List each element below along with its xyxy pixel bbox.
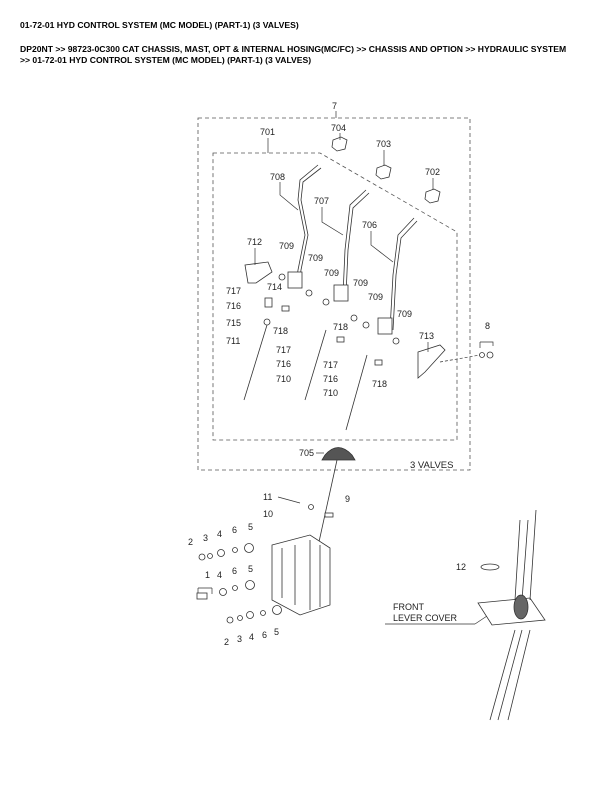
label-704[interactable]: 704 — [331, 123, 346, 133]
label-2-a[interactable]: 2 — [188, 537, 193, 547]
label-6-a[interactable]: 6 — [232, 525, 237, 535]
label-3-a[interactable]: 3 — [203, 533, 208, 543]
label-8[interactable]: 8 — [485, 321, 490, 331]
label-710-a[interactable]: 710 — [276, 374, 291, 384]
label-718-b[interactable]: 718 — [333, 322, 348, 332]
label-1[interactable]: 1 — [205, 570, 210, 580]
breadcrumb-line-2: >> 01-72-01 HYD CONTROL SYSTEM (MC MODEL… — [20, 55, 312, 65]
rod-711[interactable] — [243, 324, 268, 401]
label-4-b[interactable]: 4 — [217, 570, 222, 580]
label-4-c[interactable]: 4 — [249, 632, 254, 642]
boot-705[interactable]: 705 — [299, 447, 356, 461]
label-709-c[interactable]: 709 — [324, 268, 339, 278]
label-717-c[interactable]: 717 — [323, 360, 338, 370]
label-717-b[interactable]: 717 — [276, 345, 291, 355]
label-10[interactable]: 10 — [263, 509, 273, 519]
label-713[interactable]: 713 — [419, 331, 434, 341]
knob-703[interactable]: 703 — [375, 139, 392, 180]
label-5-b[interactable]: 5 — [248, 564, 253, 574]
label-12[interactable]: 12 — [456, 562, 466, 572]
label-718-a[interactable]: 718 — [273, 326, 288, 336]
label-715[interactable]: 715 — [226, 318, 241, 328]
lever-707[interactable]: 707 — [314, 189, 370, 302]
rod-710-a[interactable] — [304, 329, 327, 401]
bracket-712[interactable]: 712 — [244, 237, 273, 284]
label-716-c[interactable]: 716 — [323, 374, 338, 384]
part-718-c[interactable] — [374, 359, 383, 366]
lever-706[interactable]: 706 — [362, 217, 418, 335]
label-716-a[interactable]: 716 — [226, 301, 241, 311]
lever-708[interactable]: 708 — [270, 164, 322, 289]
knob-704[interactable]: 704 — [331, 123, 348, 152]
label-718-c[interactable]: 718 — [372, 379, 387, 389]
part-715[interactable] — [263, 318, 271, 326]
label-5-c[interactable]: 5 — [274, 627, 279, 637]
label-716-b[interactable]: 716 — [276, 359, 291, 369]
label-702[interactable]: 702 — [425, 167, 440, 177]
group-7-boundary — [197, 117, 471, 471]
bushing-709-group: 709 709 709 709 709 709 — [278, 241, 412, 345]
part-12[interactable] — [480, 563, 500, 571]
label-705[interactable]: 705 — [299, 448, 314, 458]
label-6-b[interactable]: 6 — [232, 566, 237, 576]
label-9[interactable]: 9 — [345, 494, 350, 504]
label-712[interactable]: 712 — [247, 237, 262, 247]
knob-702[interactable]: 702 — [424, 167, 441, 204]
breadcrumb-line-1: DP20NT >> 98723-0C300 CAT CHASSIS, MAST,… — [20, 44, 567, 54]
label-709-a[interactable]: 709 — [279, 241, 294, 251]
part-10[interactable] — [308, 504, 314, 510]
lever-cover-assembly[interactable] — [477, 509, 546, 721]
label-701[interactable]: 701 — [260, 127, 275, 137]
part-9[interactable] — [324, 512, 334, 518]
part-8-bolt[interactable] — [486, 351, 494, 359]
label-709-f[interactable]: 709 — [397, 309, 412, 319]
label-7[interactable]: 7 — [332, 101, 337, 111]
label-709-d[interactable]: 709 — [353, 278, 368, 288]
page-title: 01-72-01 HYD CONTROL SYSTEM (MC MODEL) (… — [20, 20, 299, 30]
part-718-b[interactable] — [336, 336, 345, 343]
control-valve-block[interactable] — [271, 534, 331, 616]
group-701-boundary — [212, 152, 458, 441]
part-8-washer[interactable] — [479, 352, 485, 358]
label-709-b[interactable]: 709 — [308, 253, 323, 263]
label-714[interactable]: 714 — [267, 282, 282, 292]
label-6-c[interactable]: 6 — [262, 630, 267, 640]
breadcrumb: DP20NT >> 98723-0C300 CAT CHASSIS, MAST,… — [20, 44, 566, 66]
group-note-3-valves: 3 VALVES — [410, 460, 453, 471]
part-713[interactable]: 713 — [417, 331, 446, 379]
part-718-a[interactable] — [281, 305, 290, 312]
label-lever-cover: LEVER COVER — [393, 613, 458, 623]
label-11[interactable]: 11 — [263, 492, 272, 502]
label-708[interactable]: 708 — [270, 172, 285, 182]
label-717-a[interactable]: 717 — [226, 286, 241, 296]
label-front: FRONT — [393, 602, 424, 612]
label-709-e[interactable]: 709 — [368, 292, 383, 302]
label-3-b[interactable]: 3 — [237, 634, 242, 644]
rod-710-b[interactable] — [345, 354, 368, 431]
part-714[interactable] — [264, 297, 273, 308]
label-4-a[interactable]: 4 — [217, 529, 222, 539]
label-711[interactable]: 711 — [226, 336, 240, 346]
label-710-b[interactable]: 710 — [323, 388, 338, 398]
label-706[interactable]: 706 — [362, 220, 377, 230]
label-2-b[interactable]: 2 — [224, 637, 229, 647]
label-707[interactable]: 707 — [314, 196, 329, 206]
label-5-a[interactable]: 5 — [248, 522, 253, 532]
label-703[interactable]: 703 — [376, 139, 391, 149]
